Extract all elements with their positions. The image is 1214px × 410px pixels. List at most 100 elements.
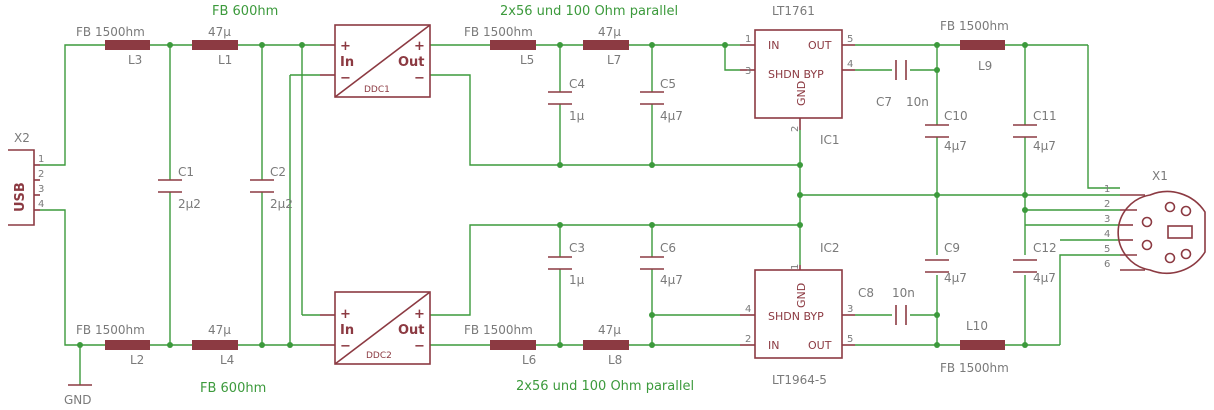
capacitor-c6: C6 4µ7 [640,241,683,287]
resistor-l3: FB 1500hm L3 [76,25,150,67]
capacitor-c11: C11 4µ7 [1013,109,1057,153]
c7-value: 10n [906,95,929,109]
resistor-l7: 47µ L7 [583,25,629,67]
resistor-l10: L10 FB 1500hm [940,319,1009,375]
x1-pin-5: 5 [1104,244,1110,255]
l8-value: 47µ [598,323,621,337]
x1-pin-4: 4 [1104,229,1110,240]
resistor-l9: FB 1500hm L9 [940,19,1009,73]
usb-label: USB [13,182,28,212]
c1-name: C1 [178,165,194,179]
junctions [77,42,1028,348]
c12-name: C12 [1033,241,1057,255]
l3-value: FB 1500hm [76,25,145,39]
ic1-pin-gnd: 2 [790,126,801,132]
ddc1-in: In [340,55,354,70]
capacitor-c10: C10 4µ7 [925,109,968,153]
l4-name: L4 [220,353,234,367]
l8-name: L8 [608,353,622,367]
capacitor-c2: C2 2µ2 [250,165,293,211]
capacitor-c3: C3 1µ [548,241,585,287]
ground-symbol: GND [64,384,92,407]
ic1-shdn-byp-label: SHDN BYP [768,68,824,81]
c4-name: C4 [569,77,585,91]
x1-name: X1 [1152,169,1168,183]
l6-name: L6 [522,353,536,367]
capacitor-c1: C1 2µ2 [158,165,201,211]
converter-ddc2: + In − + Out − DDC2 [320,291,431,365]
ic1-in-label: IN [768,39,779,52]
capacitor-c12: C12 4µ7 [1013,241,1057,285]
regulator-ic2: IC2 SHDN BYP IN OUT GND 4 2 3 5 1 LT1964… [740,241,855,387]
capacitor-c4: C4 1µ [548,77,585,123]
x1-pin-2: 2 [1104,199,1110,210]
ddc1-minus-in: − [340,71,351,86]
resistor-l5: FB 1500hm L5 [464,25,536,67]
l4-value: 47µ [208,323,231,337]
l2-value: FB 1500hm [76,323,145,337]
ddc2-minus-out: − [414,339,425,354]
c11-value: 4µ7 [1033,139,1056,153]
x2-pin-1: 1 [38,154,44,165]
resistor-l2: FB 1500hm L2 [76,323,150,367]
x2-pin-4: 4 [38,199,44,210]
ic2-pin-in: 2 [745,334,751,345]
regulator-ic1: LT1761 IN OUT SHDN BYP GND 1 3 5 4 2 IC1 [740,4,855,147]
ddc2-name: DDC2 [366,351,392,361]
c10-value: 4µ7 [944,139,967,153]
x2-pin-2: 2 [38,169,44,180]
x1-pin-1: 1 [1104,184,1110,195]
c5-name: C5 [660,77,676,91]
l5-name: L5 [520,53,534,67]
capacitor-c7: C7 10n [876,60,929,109]
l9-value: FB 1500hm [940,19,1009,33]
ic2-pin-shdn: 4 [745,304,751,315]
l7-name: L7 [607,53,621,67]
ddc2-in: In [340,323,354,338]
ic2-name: IC2 [820,241,840,255]
l1-value: 47µ [208,25,231,39]
l5-value: FB 1500hm [464,25,533,39]
l2-name: L2 [130,353,144,367]
c5-value: 4µ7 [660,109,683,123]
ddc1-name: DDC1 [364,85,390,95]
c6-name: C6 [660,241,676,255]
capacitor-c9: C9 4µ7 [925,241,967,285]
ddc1-out: Out [398,55,425,70]
ic2-in-label: IN [768,339,779,352]
c8-value: 10n [892,286,915,300]
c10-name: C10 [944,109,968,123]
ic1-pin-shdn: 3 [745,66,751,77]
ddc2-plus-in: + [340,307,351,322]
c3-name: C3 [569,241,585,255]
resistor-l1: 47µ L1 [192,25,238,67]
resistor-l6: FB 1500hm L6 [464,323,536,367]
ic2-part: LT1964-5 [772,373,827,387]
gnd-label: GND [64,393,92,407]
l10-value: FB 1500hm [940,361,1009,375]
note-parallel-bottom: 2x56 und 100 Ohm parallel [516,379,694,394]
ic1-out-label: OUT [808,39,832,52]
resistor-l8: 47µ L8 [583,323,629,367]
l6-value: FB 1500hm [464,323,533,337]
note-fb600-top: FB 600hm [212,4,278,19]
ic2-shdn-byp-label: SHDN BYP [768,310,824,323]
l9-name: L9 [978,59,992,73]
connector-x2: X2 USB 1 2 3 4 [8,131,44,226]
ddc1-plus-out: + [414,39,425,54]
wires [40,44,1120,385]
c4-value: 1µ [569,109,585,123]
c2-value: 2µ2 [270,197,293,211]
ddc2-minus-in: − [340,339,351,354]
x1-pin-3: 3 [1104,214,1110,225]
ddc2-plus-out: + [414,307,425,322]
ic1-part: LT1761 [772,4,815,18]
c1-value: 2µ2 [178,197,201,211]
ic1-pin-byp: 4 [847,59,853,70]
ic2-out-label: OUT [808,339,832,352]
c9-value: 4µ7 [944,271,967,285]
ic1-gnd-label: GND [795,81,808,106]
capacitor-c5: C5 4µ7 [640,77,683,123]
